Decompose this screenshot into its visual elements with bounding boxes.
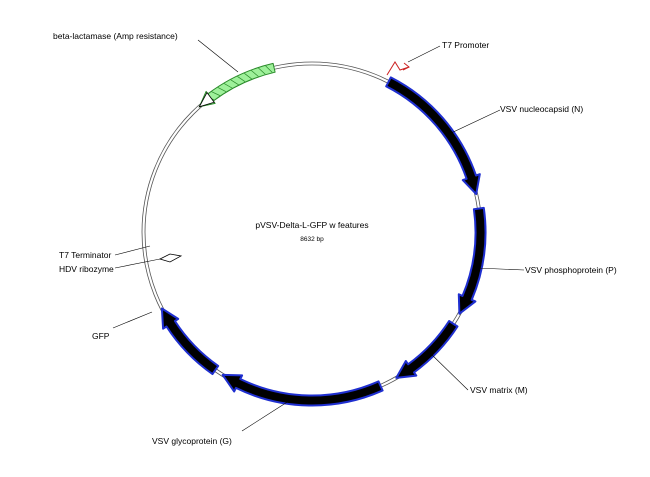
t7-terminator-label: T7 Terminator — [59, 250, 111, 260]
leader-lines — [112, 39, 525, 432]
vsv-m-label: VSV matrix (M) — [470, 385, 528, 395]
plasmid-size: 8632 bp — [300, 236, 324, 243]
hdv-ribozyme-label: HDV ribozyme — [59, 264, 114, 274]
vsv-p-leader-line — [475, 267, 525, 271]
vsv-n-label: VSV nucleocapsid (N) — [500, 104, 583, 114]
vsv-g-leader-line — [241, 398, 293, 432]
vsv-g-arrow — [221, 373, 384, 407]
vsv-m-leader-line — [429, 352, 469, 391]
vsv-p-label: VSV phosphoprotein (P) — [525, 265, 617, 275]
vsv-n-leader-line — [448, 109, 501, 135]
vsv-n-arrow — [385, 76, 481, 196]
bla-arrow-head — [198, 91, 215, 108]
bla-leader-line — [197, 39, 239, 73]
gfp-leader-line — [112, 311, 153, 329]
bla-label: beta-lactamase (Amp resistance) — [53, 31, 178, 41]
vsv-m-arrow — [395, 320, 459, 379]
gfp-arrow — [160, 307, 220, 376]
t7-promoter-leader-line — [407, 45, 441, 63]
t7-promoter-label: T7 Promoter — [442, 40, 489, 50]
bla-hatching — [205, 65, 273, 101]
plasmid-name: pVSV-Delta-L-GFP w features — [255, 220, 368, 230]
t7-terminator-leader-line — [114, 245, 151, 256]
vsv-p-arrow — [457, 206, 487, 315]
feature-arcs — [160, 62, 487, 407]
hdv-ribozyme-leader-line — [114, 258, 161, 269]
t7-promoter-marker — [386, 61, 410, 76]
gfp-label: GFP — [92, 331, 110, 341]
hdv-ribozyme-marker — [158, 253, 183, 263]
vsv-g-label: VSV glycoprotein (G) — [152, 436, 232, 446]
